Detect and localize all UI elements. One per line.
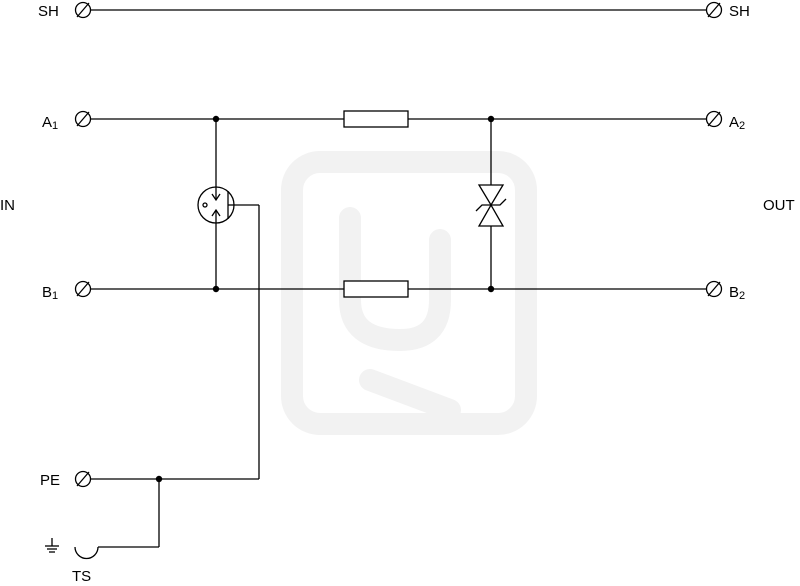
label-a1: A1 (42, 114, 58, 132)
label-b2: B2 (729, 284, 745, 302)
brand-watermark-icon (281, 151, 537, 435)
terminal-sh-left (74, 1, 92, 19)
terminal-b1 (74, 280, 92, 298)
gas-discharge-tube-icon (197, 186, 259, 224)
label-in: IN (0, 197, 15, 214)
label-sh-left: SH (38, 3, 59, 20)
label-sh-right: SH (729, 3, 750, 20)
ground-icon (45, 538, 59, 553)
label-b1: B1 (42, 284, 58, 302)
bidirectional-tvs-diode-icon (475, 184, 507, 227)
label-pe: PE (40, 472, 60, 489)
pe-wire (91, 205, 260, 548)
junction-b-gdt (212, 285, 220, 293)
junction-b-tvs (487, 285, 495, 293)
resistor-b-icon (343, 280, 409, 298)
label-a2: A2 (729, 114, 745, 132)
label-ts: TS (72, 568, 91, 585)
terminal-sh-right (705, 1, 723, 19)
terminal-a1 (74, 110, 92, 128)
terminal-b2 (705, 280, 723, 298)
junction-pe (155, 475, 163, 483)
terminal-a2 (705, 110, 723, 128)
junction-a-tvs (487, 115, 495, 123)
label-out: OUT (763, 197, 795, 214)
ts-clip-icon (74, 546, 99, 560)
resistor-a-icon (343, 110, 409, 128)
junction-a-gdt (212, 115, 220, 123)
terminal-pe (74, 470, 92, 488)
